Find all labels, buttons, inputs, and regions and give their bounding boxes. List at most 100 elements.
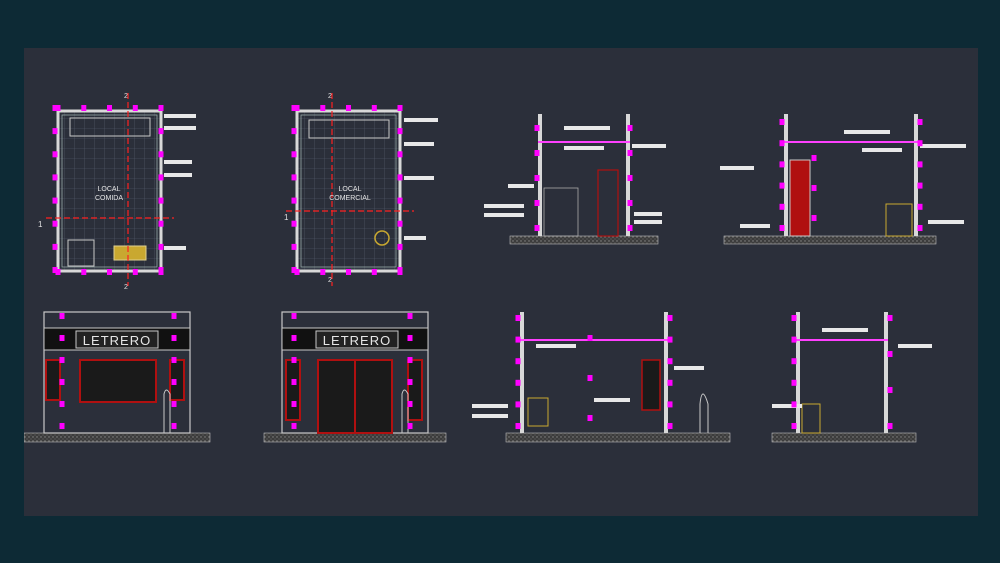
plan-retail-label-1: LOCAL	[339, 186, 362, 193]
cad-drawing: 1 2 2 LOCAL COMIDA 1 2	[23, 93, 966, 443]
section-mark-1-retail: 1	[284, 213, 289, 222]
annotation-marker	[811, 215, 817, 221]
annotation-marker	[52, 151, 58, 158]
section-c-ground	[505, 432, 731, 443]
annotation-marker	[59, 357, 65, 363]
annotation-marker	[294, 105, 300, 111]
annotation-marker	[371, 269, 377, 275]
annotation-marker	[407, 335, 413, 341]
facade-food: LETRERO	[23, 311, 211, 443]
annotation-marker	[515, 358, 521, 365]
annotation-marker	[791, 336, 797, 343]
annotation-marker	[627, 200, 633, 206]
annotation-marker	[515, 315, 521, 321]
counter-fixture	[113, 245, 147, 261]
annotation-marker	[627, 175, 633, 181]
annotation-marker	[107, 269, 112, 275]
annotation-marker	[59, 379, 65, 385]
annotation-marker	[627, 225, 633, 231]
annotation-marker	[587, 375, 593, 381]
annotation-marker	[534, 225, 540, 231]
plan-food-label-2: COMIDA	[95, 195, 123, 202]
annotation-marker	[917, 119, 923, 125]
annotation-marker	[887, 423, 893, 429]
kitchen-counter	[69, 117, 151, 137]
annotation-marker	[917, 225, 923, 231]
annotation-marker	[667, 423, 673, 429]
annotation-marker	[158, 174, 164, 181]
annotation-marker	[397, 220, 403, 227]
annotation-marker	[52, 197, 58, 204]
sign-text-retail: LETRERO	[323, 333, 391, 348]
annotation-marker	[171, 335, 177, 341]
plan-food-label-1: LOCAL	[98, 186, 121, 193]
section-a	[484, 114, 666, 245]
annotation-marker	[407, 401, 413, 407]
annotation-marker	[171, 401, 177, 407]
annotation-marker	[397, 151, 403, 158]
annotation-marker	[515, 379, 521, 386]
annotation-marker	[291, 128, 297, 135]
facade-food-window	[79, 359, 157, 403]
plan-retail-label-2: COMERCIAL	[329, 195, 371, 202]
annotation-marker	[158, 243, 164, 250]
annotation-marker	[397, 105, 403, 111]
section-c	[472, 312, 731, 443]
annotation-marker	[291, 243, 297, 250]
annotation-marker	[917, 140, 923, 147]
annotation-marker	[397, 197, 403, 204]
section-mark-2-food-top: 2	[124, 93, 128, 100]
annotation-marker	[627, 150, 633, 156]
annotation-marker	[667, 336, 673, 343]
annotation-marker	[346, 269, 351, 275]
facade-retail-ground	[263, 432, 447, 443]
section-b-door	[789, 159, 811, 237]
toilet-area	[67, 239, 95, 267]
annotation-marker	[291, 313, 297, 319]
annotation-marker	[52, 128, 58, 135]
annotation-marker	[791, 315, 797, 321]
annotation-marker	[515, 336, 521, 343]
annotation-marker	[587, 335, 593, 341]
section-mark-1-food: 1	[38, 220, 43, 229]
annotation-marker	[171, 357, 177, 363]
annotation-marker	[291, 220, 297, 227]
annotation-marker	[515, 423, 521, 429]
annotation-marker	[397, 269, 403, 275]
annotation-marker	[291, 197, 297, 204]
annotation-marker	[407, 357, 413, 363]
annotation-marker	[132, 105, 138, 111]
annotation-marker	[320, 269, 326, 275]
annotation-marker	[291, 151, 297, 158]
annotation-marker	[887, 387, 893, 393]
annotation-marker	[52, 174, 58, 181]
annotation-marker	[534, 150, 540, 156]
annotation-marker	[59, 335, 65, 341]
annotation-marker	[407, 423, 413, 429]
annotation-marker	[52, 243, 58, 250]
section-mark-2-food-bottom: 2	[124, 284, 128, 291]
facade-retail: LETRERO	[263, 311, 447, 443]
annotation-marker	[291, 267, 297, 273]
sign-board-retail	[315, 330, 399, 349]
annotation-marker	[291, 423, 297, 429]
annotation-marker	[791, 423, 797, 429]
annotation-marker	[52, 220, 58, 227]
annotation-marker	[320, 105, 326, 111]
annotation-marker	[397, 243, 403, 250]
annotation-marker	[171, 379, 177, 385]
annotation-markers	[52, 105, 923, 429]
annotation-marker	[917, 161, 923, 168]
annotation-marker	[791, 358, 797, 365]
section-d	[771, 312, 932, 443]
annotation-marker	[397, 174, 403, 181]
annotation-marker	[779, 140, 785, 147]
annotation-marker	[291, 105, 297, 111]
annotation-marker	[779, 225, 785, 231]
annotation-marker	[917, 203, 923, 210]
annotation-marker	[811, 185, 817, 191]
annotation-marker	[158, 197, 164, 204]
section-b	[720, 114, 966, 245]
annotation-marker	[791, 379, 797, 386]
